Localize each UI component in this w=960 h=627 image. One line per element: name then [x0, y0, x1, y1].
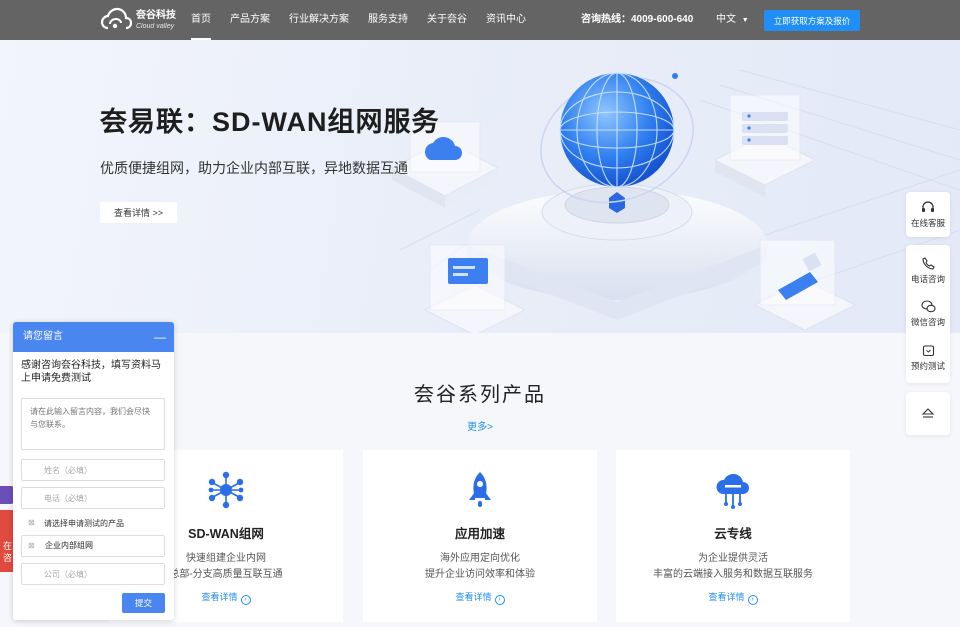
menu-about[interactable]: 关于夽谷 [427, 14, 467, 25]
menu-news[interactable]: 资讯中心 [486, 14, 526, 25]
grid-icon: ⊠ [28, 518, 35, 527]
online-service-item[interactable]: 在线客服 [906, 201, 950, 229]
submit-button[interactable]: 提交 [122, 593, 165, 613]
back-to-top-button[interactable] [906, 392, 950, 435]
card-desc-line-1: 为企业提供灵活 [698, 553, 768, 564]
message-textarea[interactable] [21, 398, 165, 450]
hotline-text: 咨询热线：4009-600-640 [581, 14, 694, 25]
logo-slogan: Cloud valley [136, 22, 175, 30]
cloud-logo-icon [100, 7, 132, 30]
card-details-link[interactable]: 查看详情› [109, 590, 343, 605]
online-service-label: 在线客服 [910, 218, 945, 228]
card-link-label: 查看详情 [708, 592, 745, 602]
wechat-icon [920, 300, 936, 313]
phone-icon [921, 257, 935, 270]
side-contact-group: 电话咨询 微信咨询 预约测试 [906, 245, 950, 383]
left-consult-label: 在 咨 [3, 541, 13, 563]
wechat-consult-label: 微信咨询 [910, 317, 945, 327]
card-desc-line-1: 快速组建企业内网 [186, 553, 266, 564]
arrow-right-icon: › [240, 595, 251, 605]
main-menu: 首页 产品方案 行业解决方案 服务支持 关于夽谷 资讯中心 [191, 0, 545, 40]
product-card-acceleration[interactable]: 应用加速 海外应用定向优化 提升企业访问效率和体验 查看详情› [363, 450, 597, 622]
top-nav: 夽谷科技 Cloud valley 首页 产品方案 行业解决方案 服务支持 关于… [0, 0, 960, 40]
chat-bubble-tab[interactable] [0, 486, 14, 504]
chevron-down-icon: ▼ [741, 17, 749, 24]
booking-test-item[interactable]: 预约测试 [906, 344, 950, 372]
calendar-icon [922, 345, 934, 357]
form-header: 请您留言 — [13, 322, 174, 352]
eject-up-icon [921, 408, 935, 418]
card-title: 云专线 [714, 527, 752, 541]
hero-illustration [390, 69, 960, 333]
card-desc-line-2: 总部-分支高质量互联互通 [169, 569, 283, 580]
product-select-label: 请选择申请测试的产品 [44, 519, 124, 528]
card-desc-line-2: 丰富的云端接入服务和数据互联服务 [653, 569, 813, 580]
language-selector[interactable]: 中文 ▼ [716, 0, 749, 41]
card-description: 为企业提供灵活 丰富的云端接入服务和数据互联服务 [616, 551, 850, 583]
booking-test-label: 预约测试 [910, 361, 945, 371]
form-title: 请您留言 [23, 331, 63, 342]
arrow-right-icon: › [494, 595, 505, 605]
phone-field[interactable] [21, 487, 165, 509]
menu-support[interactable]: 服务支持 [368, 14, 408, 25]
card-details-link[interactable]: 查看详情› [616, 590, 850, 605]
menu-home[interactable]: 首页 [191, 0, 211, 40]
card-details-link[interactable]: 查看详情› [363, 590, 597, 605]
phone-consult-item[interactable]: 电话咨询 [906, 257, 950, 285]
company-field[interactable] [21, 563, 165, 585]
wechat-consult-item[interactable]: 微信咨询 [906, 300, 950, 328]
headset-icon [922, 201, 934, 212]
form-intro: 感谢咨询夽谷科技，填写资料马上申请免费测试 [21, 360, 161, 384]
card-title: SD-WAN组网 [188, 527, 264, 541]
hero-title: 夽易联：SD-WAN组网服务 [100, 107, 440, 137]
cloud-line-icon [716, 473, 749, 509]
logo-name: 夽谷科技 [136, 9, 176, 21]
side-online-service[interactable]: 在线客服 [906, 192, 950, 237]
section-title: 夽谷系列产品 [414, 384, 546, 406]
product-card-cloud-line[interactable]: 云专线 为企业提供灵活 丰富的云端接入服务和数据互联服务 查看详情› [616, 450, 850, 622]
hero-banner: 夽易联：SD-WAN组网服务 优质便捷组网，助力企业内部互联，异地数据互通 查看… [0, 40, 960, 333]
card-description: 海外应用定向优化 提升企业访问效率和体验 [363, 551, 597, 583]
left-consult-tab[interactable]: 在 咨 [0, 510, 14, 572]
phone-consult-label: 电话咨询 [910, 274, 945, 284]
arrow-right-icon: › [747, 595, 758, 605]
more-products-link[interactable]: 更多> [467, 422, 493, 433]
logo[interactable]: 夽谷科技 Cloud valley [100, 6, 176, 34]
card-desc-line-1: 海外应用定向优化 [440, 553, 520, 564]
card-desc-line-2: 提升企业访问效率和体验 [425, 569, 535, 580]
hero-details-button[interactable]: 查看详情 >> [100, 202, 177, 223]
menu-solutions[interactable]: 行业解决方案 [289, 14, 349, 25]
card-title: 应用加速 [454, 527, 505, 541]
card-link-label: 查看详情 [201, 592, 238, 602]
menu-products[interactable]: 产品方案 [230, 14, 270, 25]
rocket-icon [469, 472, 491, 507]
card-link-label: 查看详情 [455, 592, 492, 602]
name-field[interactable] [21, 459, 165, 481]
network-icon [208, 471, 244, 509]
product-select[interactable]: 企业内部组网 [21, 535, 165, 557]
card-description: 快速组建企业内网 总部-分支高质量互联互通 [109, 551, 343, 583]
get-quote-button[interactable]: 立即获取方案及报价 [764, 10, 860, 31]
message-form-panel: 请您留言 — 感谢咨询夽谷科技，填写资料马上申请免费测试 ♙ ✆ ⊠ 请选择申请… [13, 322, 174, 620]
minimize-button[interactable]: — [154, 330, 166, 344]
language-label: 中文 [716, 14, 736, 25]
hero-subtitle: 优质便捷组网，助力企业内部互联，异地数据互通 [100, 160, 408, 176]
